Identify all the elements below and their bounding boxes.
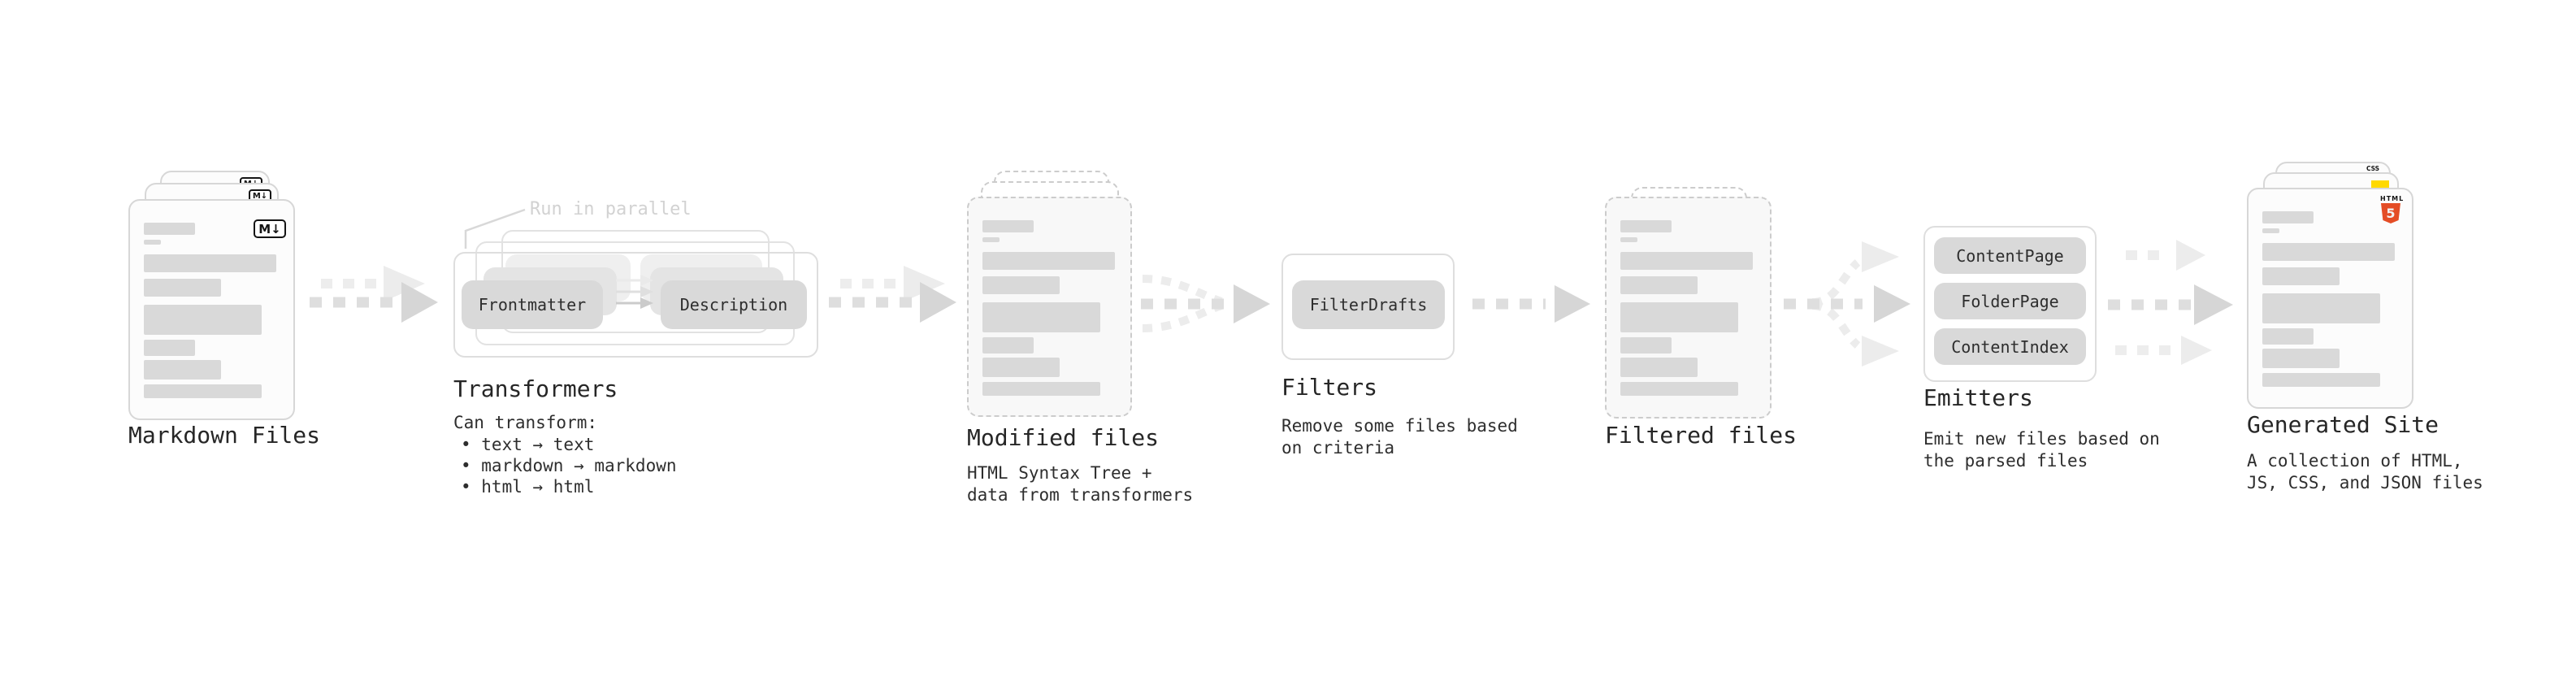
arrow-transformers-to-modified [829, 266, 956, 323]
css-icon-word: CSS [2366, 165, 2380, 172]
document-content-placeholder [1620, 220, 1753, 396]
content-line [144, 223, 195, 235]
content-line [1620, 237, 1637, 242]
stage-label-filtered-files: Filtered files [1605, 422, 1798, 449]
markdown-file-card: M↓ [128, 199, 295, 420]
content-line [1620, 302, 1738, 332]
run-in-parallel-annotation: Run in parallel [530, 199, 692, 219]
content-line [144, 340, 195, 356]
document-content-placeholder [982, 220, 1115, 396]
content-line [982, 382, 1100, 396]
content-line [144, 254, 276, 272]
content-line [982, 220, 1034, 232]
content-line [1620, 276, 1698, 294]
filters-description: Remove some files based on criteria [1281, 415, 1518, 459]
arrow-markdown-to-transformers [310, 266, 438, 323]
generated-site-description: A collection of HTML, JS, CSS, and JSON … [2247, 450, 2483, 494]
filters-frame [1281, 254, 1455, 360]
content-line [144, 360, 221, 380]
arrow-emitters-to-generated [2108, 240, 2233, 365]
content-line [144, 305, 262, 335]
content-line [982, 302, 1100, 332]
contentindex-emitter: ContentIndex [1934, 328, 2086, 365]
arrow-modified-to-filters [1141, 275, 1270, 332]
content-line [1620, 337, 1672, 354]
description-line: Can transform: [453, 413, 598, 432]
transformers-description: Can transform: • text → text • markdown … [453, 412, 677, 497]
stage-label-filters: Filters [1281, 374, 1378, 401]
description-bullet: • html → html [461, 477, 595, 497]
document-content-placeholder [2262, 211, 2395, 387]
description-bullet: • text → text [461, 435, 595, 454]
emitters-description: Emit new files based on the parsed files [1923, 428, 2160, 472]
description-line: data from transformers [967, 485, 1194, 505]
arrow-filtered-to-emitters [1784, 241, 1910, 367]
content-line [1620, 252, 1753, 270]
content-line [982, 237, 1000, 242]
description-line: Emit new files based on [1923, 429, 2160, 449]
stage-label-transformers: Transformers [453, 375, 618, 402]
folderpage-emitter: FolderPage [1934, 283, 2086, 319]
description-line: JS, CSS, and JSON files [2247, 473, 2483, 492]
frontmatter-step: Frontmatter [462, 280, 603, 329]
content-line [2262, 349, 2340, 368]
filterdrafts-step: FilterDrafts [1292, 280, 1445, 329]
content-line [144, 240, 161, 245]
content-line [144, 279, 221, 297]
stage-label-markdown-files: Markdown Files [128, 422, 321, 449]
content-line [1620, 382, 1738, 396]
contentpage-emitter: ContentPage [1934, 237, 2086, 274]
transformer-frame [453, 252, 818, 358]
stage-label-generated-site: Generated Site [2247, 411, 2439, 438]
description-line: A collection of HTML, [2247, 451, 2463, 471]
stage-label-emitters: Emitters [1923, 384, 2033, 411]
description-line: Remove some files based [1281, 416, 1518, 436]
content-line [2262, 211, 2314, 223]
content-line [982, 252, 1115, 270]
description-line: HTML Syntax Tree + [967, 463, 1152, 483]
arrow-filters-to-filtered [1472, 285, 1590, 323]
content-line [982, 337, 1034, 354]
content-line [2262, 293, 2380, 323]
content-line [144, 384, 262, 398]
markdown-icon: M↓ [254, 219, 286, 238]
modified-files-description: HTML Syntax Tree + data from transformer… [967, 462, 1193, 506]
content-line [982, 276, 1060, 294]
modified-file-card [967, 197, 1132, 417]
html5-icon-shield: 5 [2381, 203, 2400, 223]
content-line [2262, 243, 2395, 261]
content-line [982, 358, 1060, 377]
description-line: on criteria [1281, 438, 1395, 458]
html5-icon-word: HTML [2380, 195, 2405, 202]
content-line [2262, 373, 2380, 387]
html5-icon: HTML 5 [2380, 195, 2405, 223]
content-line [2262, 267, 2340, 285]
content-line [2262, 228, 2279, 233]
document-content-placeholder [144, 223, 276, 398]
description-line: the parsed files [1923, 451, 2088, 471]
description-bullet: • markdown → markdown [461, 456, 677, 475]
content-line [1620, 220, 1672, 232]
content-line [2262, 328, 2314, 345]
emitters-frame [1923, 226, 2097, 382]
stage-label-modified-files: Modified files [967, 424, 1160, 451]
filtered-file-card [1605, 197, 1772, 419]
generated-html-file-card: HTML 5 [2247, 188, 2413, 409]
content-line [1620, 358, 1698, 377]
description-step: Description [661, 280, 807, 329]
